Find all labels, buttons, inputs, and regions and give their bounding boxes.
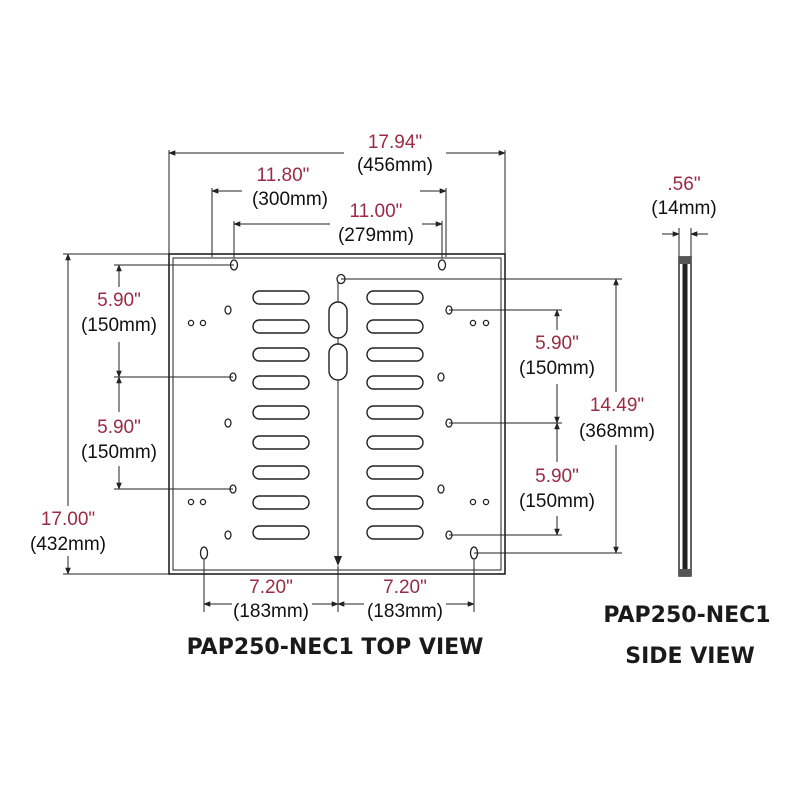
left-vert-lower-mm: (150mm) [81,442,157,463]
left-vert-upper-in: 5.90" [97,290,141,311]
overall-height-in: 17.00" [41,509,95,530]
right-height-mm: (368mm) [579,421,655,442]
right-height-in: 14.49" [590,395,644,416]
right-vert-lower-in: 5.90" [535,466,579,487]
overall-height-mm: (432mm) [30,534,106,555]
right-vert-lower-mm: (150mm) [519,491,595,512]
overall-width-in: 17.94" [368,132,422,153]
bottom-left-mm: (183mm) [233,601,309,622]
hole-span-inner-in: 11.00" [350,201,403,222]
side-thickness-in: .56" [667,174,700,195]
left-vert-lower-in: 5.90" [97,417,141,438]
overall-width-mm: (456mm) [357,155,433,176]
hole-span-outer-in: 11.80" [257,165,310,186]
left-slot-column [252,290,310,540]
bottom-left-in: 7.20" [249,577,293,598]
dimension-lines [63,150,622,612]
side-view-plate [662,228,708,577]
top-view-title: PAP250-NEC1 TOP VIEW [187,635,484,660]
center-slots [328,301,348,381]
hole-span-inner-mm: (279mm) [338,225,414,246]
hole-span-outer-mm: (300mm) [252,189,328,210]
bottom-right-mm: (183mm) [367,601,443,622]
side-view-title-line2: SIDE VIEW [625,644,755,669]
right-vert-upper-in: 5.90" [535,333,579,354]
right-vert-upper-mm: (150mm) [519,358,595,379]
right-slot-column [366,290,424,540]
bottom-right-in: 7.20" [383,577,427,598]
side-view-title-line1: PAP250-NEC1 [603,603,770,628]
left-vert-upper-mm: (150mm) [81,315,157,336]
side-thickness-mm: (14mm) [651,198,716,219]
